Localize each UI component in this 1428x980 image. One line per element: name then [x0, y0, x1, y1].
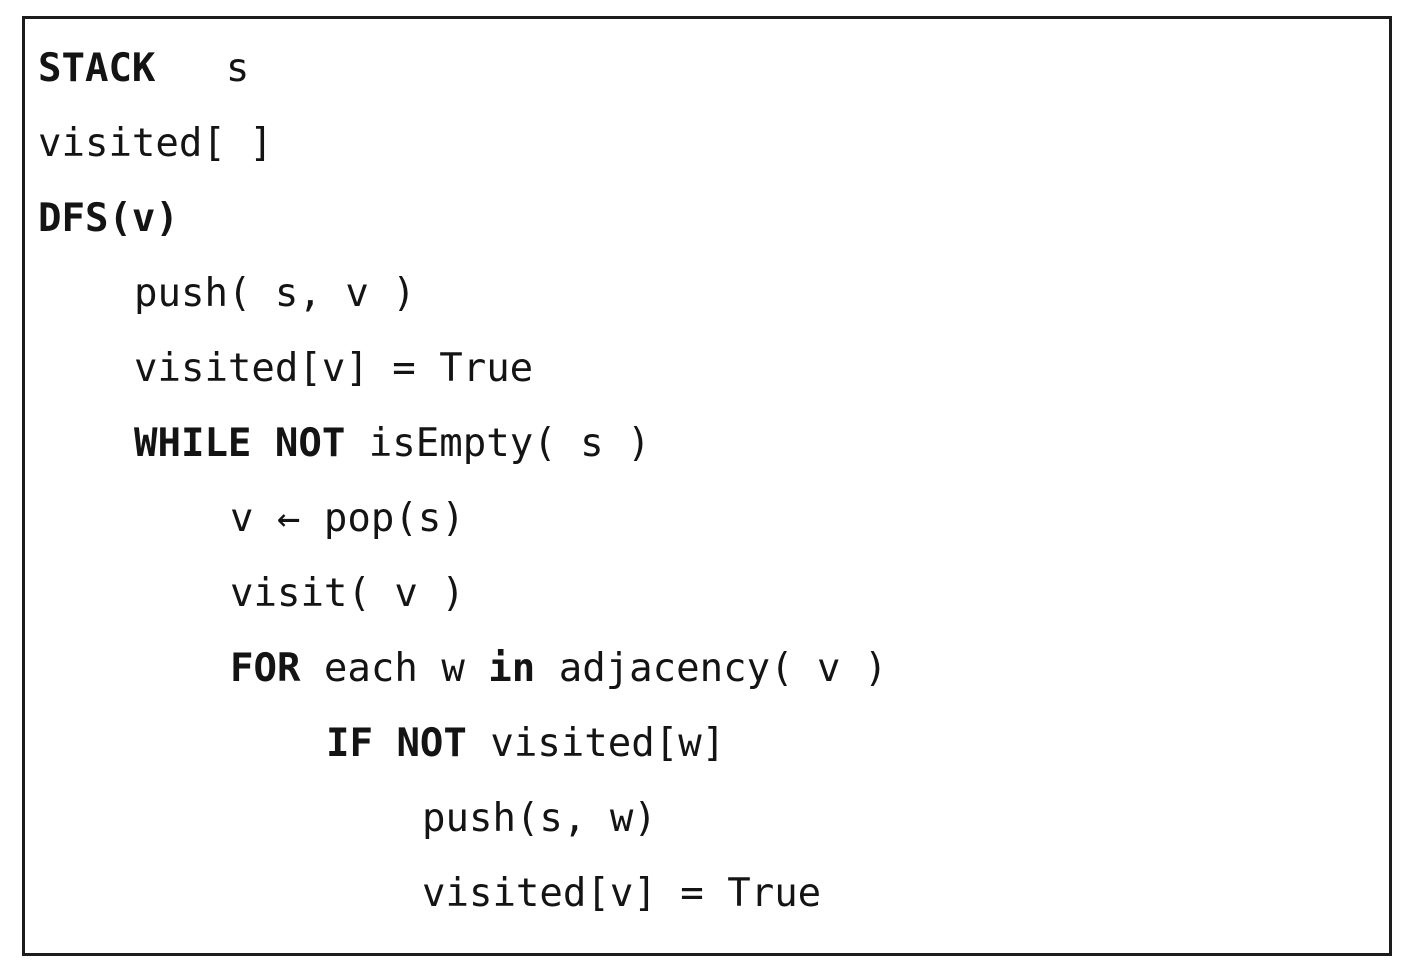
code-segment: isEmpty( s ) — [345, 421, 651, 466]
code-segment: v ← pop(s) — [230, 496, 465, 541]
keyword-segment: IF NOT — [326, 721, 467, 766]
code-line: v ← pop(s) — [38, 481, 1389, 556]
code-segment: push( s, v ) — [134, 271, 416, 316]
code-line: STACK s — [38, 31, 1389, 106]
pseudocode-panel: STACK s visited[ ] DFS(v) push( s, v ) visit… — [22, 16, 1392, 956]
code-segment: visited[v] = True — [134, 346, 534, 391]
keyword-segment: STACK — [38, 46, 156, 91]
code-line: visited[v] = True — [38, 856, 1389, 931]
keyword-segment: in — [488, 646, 536, 691]
code-line: push( s, v ) — [38, 256, 1389, 331]
code-line: FOR each w in adjacency( v ) — [38, 631, 1389, 706]
code-segment: visited[ ] — [38, 121, 273, 166]
pseudocode-lines: STACK s visited[ ] DFS(v) push( s, v ) visit… — [25, 19, 1389, 931]
code-line: visit( v ) — [38, 556, 1389, 631]
code-segment: visited[v] = True — [422, 871, 822, 916]
code-line: DFS(v) — [38, 181, 1389, 256]
code-segment: adjacency( v ) — [535, 646, 888, 691]
code-segment: each w — [300, 646, 489, 691]
code-segment: visited[w] — [466, 721, 726, 766]
code-segment: visit( v ) — [230, 571, 465, 616]
keyword-segment: FOR — [230, 646, 301, 691]
code-line: visited[ ] — [38, 106, 1389, 181]
keyword-segment: DFS(v) — [38, 196, 179, 241]
code-line: visited[v] = True — [38, 331, 1389, 406]
code-line: push(s, w) — [38, 781, 1389, 856]
code-segment: push(s, w) — [422, 796, 657, 841]
keyword-segment: WHILE NOT — [134, 421, 346, 466]
code-segment: s — [155, 46, 250, 91]
code-line: IF NOT visited[w] — [38, 706, 1389, 781]
code-line: WHILE NOT isEmpty( s ) — [38, 406, 1389, 481]
